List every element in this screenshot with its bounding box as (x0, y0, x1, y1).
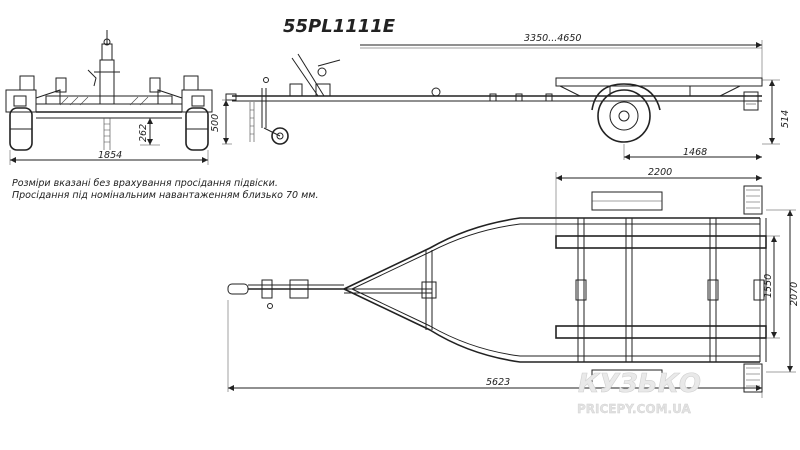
axle-height-label: 262 (138, 124, 149, 142)
model-title: 55PL1111E (283, 16, 396, 37)
watermark-logo: КУЗЬКО PRICEPY.COM.UA (577, 369, 701, 417)
watermark-brand: КУЗЬКО (578, 369, 701, 399)
note-line-2: Просідання під номінальним навантаженням… (12, 190, 318, 201)
front-width-label: 1854 (98, 150, 122, 161)
side-view (225, 53, 763, 145)
side-length-label: 3350...4650 (524, 33, 581, 44)
front-view (5, 30, 213, 151)
top-length-label: 5623 (486, 377, 510, 388)
rear-length-label: 1468 (683, 147, 707, 158)
top-width-label: 2200 (648, 167, 672, 178)
top-dimensions: 2200 5623 1550 2070 (227, 167, 800, 398)
top-view (227, 185, 767, 393)
top-outer-width-label: 2070 (789, 282, 800, 306)
watermark-site: PRICEPY.COM.UA (577, 402, 691, 416)
note-line-1: Розміри вказані без врахування просіданн… (12, 178, 278, 189)
side-dimensions: 3350...4650 500 514 1468 (210, 33, 791, 160)
side-rear-height-label: 514 (780, 110, 791, 128)
front-dimensions: 1854 262 (9, 118, 209, 165)
side-height-label: 500 (210, 114, 221, 132)
top-inner-width-label: 1550 (763, 274, 774, 298)
